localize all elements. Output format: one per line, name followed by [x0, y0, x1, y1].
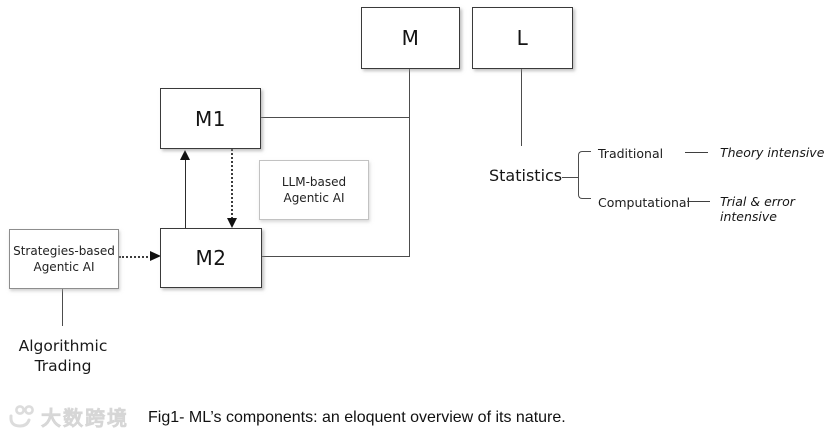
statistics-bracket-connector [562, 177, 579, 178]
arrow-up-icon [180, 150, 190, 160]
statistics-bracket [578, 151, 591, 199]
node-m2-label: M2 [195, 246, 227, 270]
connector-m1-to-m [259, 117, 410, 118]
strategies-line2: Agentic AI [33, 260, 95, 274]
node-m1: M1 [160, 88, 261, 149]
figure-caption: Fig1- ML’s components: an eloquent overv… [148, 409, 566, 426]
traditional-label: Traditional [598, 146, 664, 161]
computational-dash [687, 201, 710, 202]
node-m2: M2 [160, 228, 262, 288]
node-l-label: L [516, 26, 529, 50]
llm-line2: Agentic AI [283, 191, 345, 205]
node-m: M [361, 7, 460, 69]
arrow-down-icon [226, 218, 237, 228]
algorithmic-line2: Trading [34, 357, 92, 375]
algorithmic-line1: Algorithmic [18, 337, 108, 355]
node-llm-agentic-ai-label: LLM-based Agentic AI [282, 174, 346, 206]
connector-m2-to-m [260, 255, 410, 257]
smile-100-logo-icon [9, 405, 34, 428]
connector-strategies-to-algorithmic [62, 287, 63, 326]
connector-m-vertical [409, 67, 410, 257]
strategies-line1: Strategies-based [13, 243, 115, 258]
trial-error-intensive-label: Trial & error intensive [720, 194, 795, 224]
node-m1-label: M1 [195, 106, 226, 131]
watermark-text: 大数跨境 [41, 406, 129, 431]
connector-l-to-statistics [521, 67, 522, 146]
watermark: 大数跨境 [6, 402, 129, 431]
arrow-strategies-to-m2-dotted-line [119, 255, 152, 258]
node-llm-agentic-ai: LLM-based Agentic AI [259, 160, 369, 220]
algorithmic-trading-label: Algorithmic Trading [8, 336, 118, 376]
node-m-label: M [401, 26, 420, 50]
arrow-m1-to-m2-dotted-line [231, 149, 233, 219]
arrow-m2-to-m1-line [185, 159, 186, 228]
node-strategies-agentic-ai: Strategies-based Agentic AI [9, 229, 119, 289]
node-strategies-agentic-ai-label: Strategies-based Agentic AI [13, 243, 115, 275]
llm-line1: LLM-based [281, 174, 347, 189]
computational-label: Computational [598, 195, 691, 210]
node-l: L [472, 7, 573, 69]
traditional-dash [685, 152, 708, 153]
arrow-right-icon [150, 251, 161, 261]
theory-intensive-label: Theory intensive [720, 145, 825, 160]
statistics-label: Statistics [489, 166, 563, 185]
